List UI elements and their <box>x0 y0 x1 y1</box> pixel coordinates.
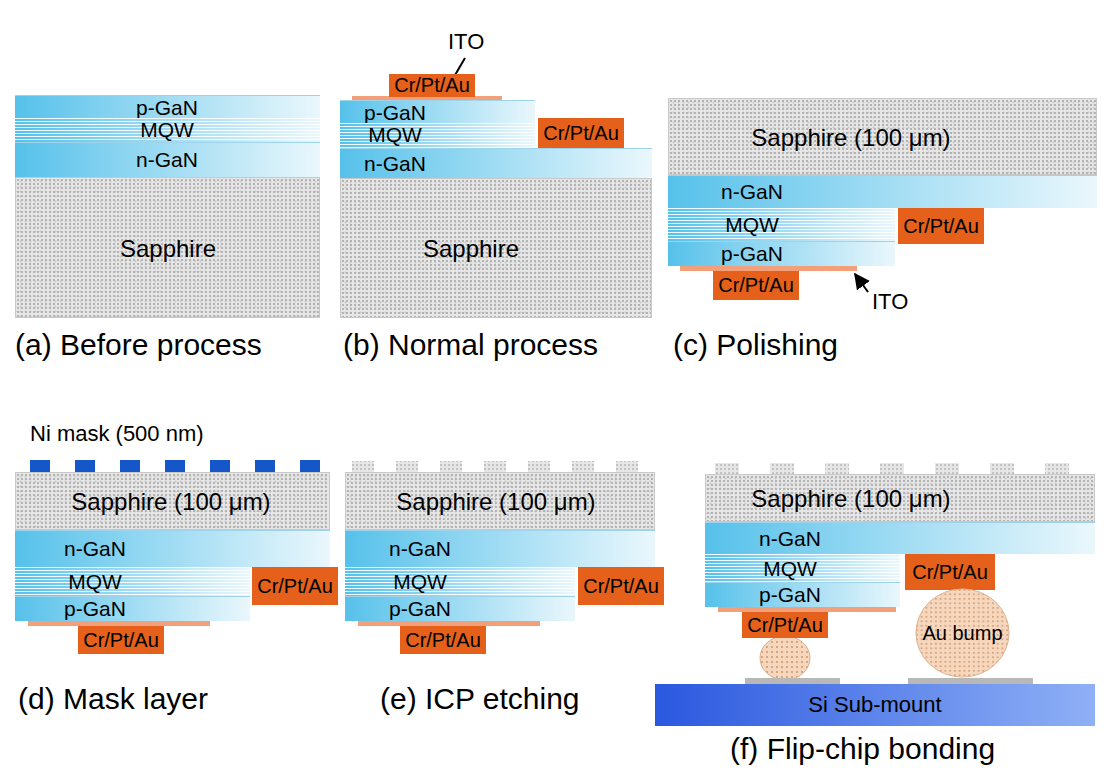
layer-label: Cr/Pt/Au <box>543 123 619 144</box>
layer-label: p-GaN <box>64 598 126 620</box>
sapphire-substrate: Sapphire (100 μm) <box>668 98 1097 175</box>
layer-label: Cr/Pt/Au <box>583 576 659 597</box>
ni-mask <box>75 460 95 472</box>
step-caption: (b) Normal process <box>343 328 598 361</box>
layer-label: Sapphire (100 μm) <box>71 489 270 514</box>
layer-label: n-GaN <box>389 538 451 560</box>
step-caption: (a) Before process <box>15 328 262 361</box>
mqw-layer: MQW <box>705 554 900 584</box>
step-caption: (f) Flip-chip bonding <box>730 732 995 765</box>
layer-label: Cr/Pt/Au <box>912 562 988 583</box>
sapphire-substrate: Sapphire (100 μm) <box>705 474 1095 522</box>
layer-label: Cr/Pt/Au <box>83 630 159 651</box>
layer-label: p-GaN <box>759 584 821 606</box>
layer-label: MQW <box>68 571 122 593</box>
metal-contact: Cr/Pt/Au <box>742 612 828 638</box>
ni-mask <box>120 460 140 472</box>
layer-label: Sapphire <box>423 236 519 261</box>
layer-label: n-GaN <box>64 538 126 560</box>
layer-label: n-GaN <box>364 153 426 175</box>
layer-label: Cr/Pt/Au <box>394 75 470 96</box>
gan-layer: p-GaN <box>705 582 900 607</box>
layer-label: Sapphire (100 μm) <box>751 486 950 511</box>
mqw-layer: MQW <box>15 118 320 143</box>
metal-contact: Cr/Pt/Au <box>578 567 664 605</box>
layer-label: Cr/Pt/Au <box>257 576 333 597</box>
layer-label: p-GaN <box>364 102 426 124</box>
metal-contact: Cr/Pt/Au <box>400 626 486 654</box>
gan-layer: n-GaN <box>15 142 320 177</box>
metal-contact: Cr/Pt/Au <box>538 118 624 148</box>
layer-label: Cr/Pt/Au <box>747 615 823 636</box>
leader-arrow <box>855 274 868 292</box>
layer-label: Cr/Pt/Au <box>405 630 481 651</box>
gan-layer: p-GaN <box>345 596 575 621</box>
metal-contact: Cr/Pt/Au <box>78 626 164 654</box>
layer-label: Cr/Pt/Au <box>903 216 979 237</box>
layer-label: Au bump <box>922 623 1002 644</box>
au-bump: Au bump <box>915 588 1010 678</box>
step-caption: (c) Polishing <box>673 328 838 361</box>
gan-layer: n-GaN <box>668 175 1097 208</box>
metal-contact: Cr/Pt/Au <box>898 208 984 244</box>
gan-layer: p-GaN <box>15 95 320 120</box>
small-bump <box>760 636 810 680</box>
layer-label: Sapphire (100 μm) <box>751 125 950 150</box>
ni-mask <box>255 460 275 472</box>
layer-label: Cr/Pt/Au <box>718 275 794 296</box>
layer-label: Sapphire (100 μm) <box>396 489 595 514</box>
layer-label: p-GaN <box>136 97 198 119</box>
ni-mask <box>165 460 185 472</box>
annotation-label: ITO <box>872 290 908 314</box>
annotation-label: ITO <box>448 30 484 54</box>
metal-contact: Cr/Pt/Au <box>713 271 799 300</box>
si-submount: Si Sub-mount <box>655 684 1095 726</box>
layer-label: Si Sub-mount <box>808 693 941 716</box>
sapphire-substrate: Sapphire (100 μm) <box>15 472 330 530</box>
ni-mask <box>300 460 320 472</box>
mqw-layer: MQW <box>15 567 250 598</box>
layer-label: Sapphire <box>120 236 216 261</box>
step-caption: (e) ICP etching <box>380 682 580 715</box>
layer-label: MQW <box>763 558 817 580</box>
layer-label: MQW <box>368 124 422 146</box>
ni-mask <box>210 460 230 472</box>
step-caption: (d) Mask layer <box>18 682 208 715</box>
layer-label: MQW <box>140 119 194 141</box>
ni-mask <box>30 460 50 472</box>
layer-label: p-GaN <box>389 598 451 620</box>
gan-layer: p-GaN <box>340 100 535 125</box>
mqw-layer: MQW <box>340 123 535 148</box>
layer-label: n-GaN <box>721 181 783 203</box>
layer-label: MQW <box>725 214 779 236</box>
sapphire-substrate: Sapphire <box>15 177 320 318</box>
mqw-layer: MQW <box>668 208 895 243</box>
sapphire-substrate: Sapphire (100 μm) <box>345 472 655 530</box>
gan-layer: n-GaN <box>340 148 652 178</box>
layer-label: p-GaN <box>721 243 783 265</box>
gan-layer: n-GaN <box>15 530 330 567</box>
metal-contact: Cr/Pt/Au <box>905 554 995 590</box>
gan-layer: p-GaN <box>668 241 895 266</box>
layer-label: n-GaN <box>136 149 198 171</box>
sapphire-substrate: Sapphire <box>340 178 652 318</box>
gan-layer: p-GaN <box>15 596 250 621</box>
metal-contact: Cr/Pt/Au <box>389 74 475 97</box>
gan-layer: n-GaN <box>705 522 1095 554</box>
layer-label: n-GaN <box>759 528 821 550</box>
gan-layer: n-GaN <box>345 530 655 567</box>
layer-label: MQW <box>393 571 447 593</box>
mqw-layer: MQW <box>345 567 575 598</box>
annotation-label: Ni mask (500 nm) <box>30 422 204 446</box>
metal-contact: Cr/Pt/Au <box>252 567 338 605</box>
